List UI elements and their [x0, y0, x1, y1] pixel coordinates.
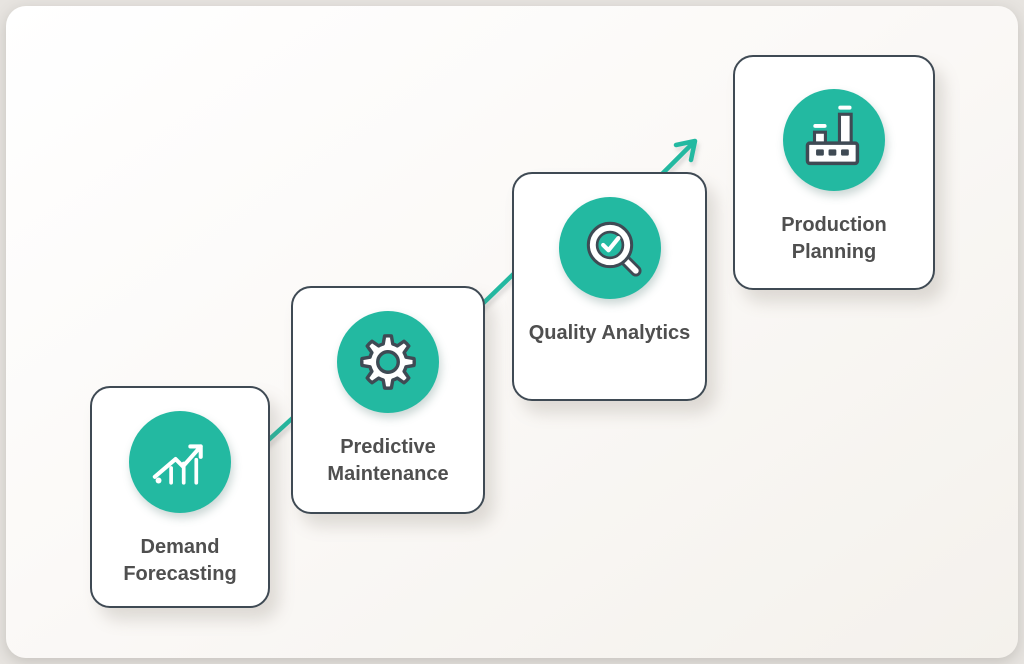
step-label: Demand Forecasting — [123, 536, 237, 585]
step-label: Quality Analytics — [528, 322, 691, 344]
gear-icon — [360, 334, 416, 390]
step-card-production-planning: Production Planning — [733, 55, 935, 290]
icon-circle — [129, 411, 231, 513]
step-card-predictive-maintenance: Predictive Maintenance — [291, 286, 485, 514]
step-label: Predictive Maintenance — [327, 436, 449, 485]
magnifier-check-icon — [586, 221, 642, 277]
trend-chart-icon — [152, 444, 203, 485]
icon-circle — [783, 89, 885, 191]
step-card-demand-forecasting: Demand Forecasting — [90, 386, 270, 608]
step-card-quality-analytics: Quality Analytics — [512, 172, 707, 401]
icon-circle — [337, 311, 439, 413]
factory-icon — [805, 105, 860, 166]
step-label: Production Planning — [781, 214, 887, 263]
icon-circle — [558, 197, 661, 299]
